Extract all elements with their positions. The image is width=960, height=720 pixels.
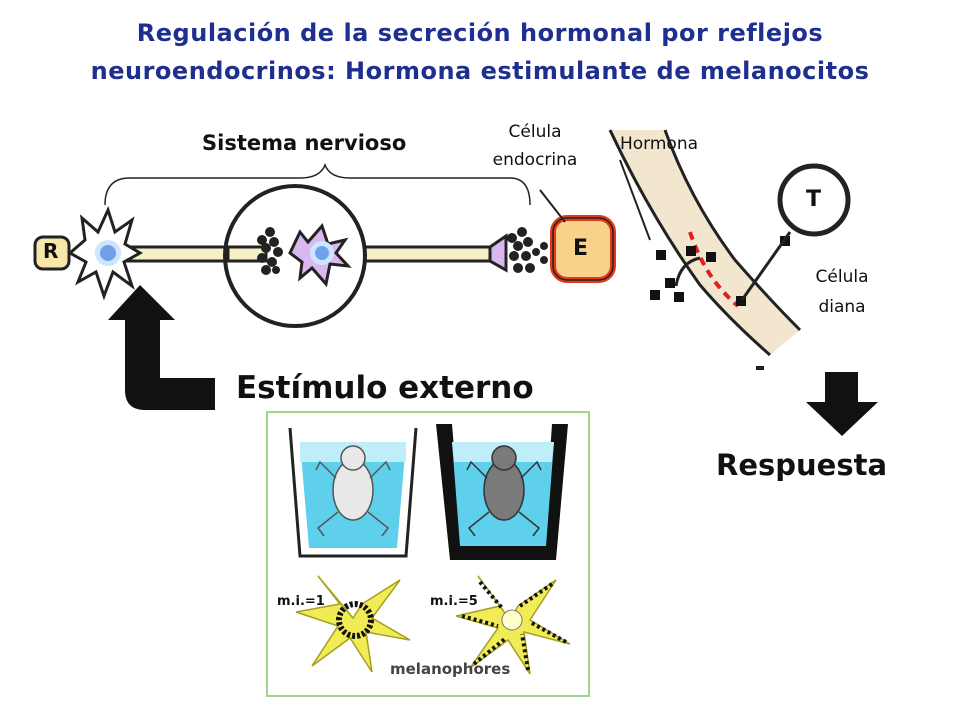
title-line-2: neuroendocrinos: Hormona estimulante de …: [90, 57, 870, 85]
label-celula-endocrina: Célula endocrina: [470, 118, 600, 174]
stimulus-arrow: [108, 285, 215, 410]
melanophore-dispersed: [455, 575, 571, 675]
target-cell: [740, 163, 851, 301]
label-estimulo-externo: Estímulo externo: [236, 370, 534, 406]
melanophore-aggregated: [295, 575, 411, 673]
nervous-system-brace: [104, 162, 531, 206]
pale-frog: [315, 445, 391, 537]
title-line-1: Regulación de la secreción hormonal por …: [136, 19, 824, 47]
ganglion: [223, 184, 367, 328]
blood-vessel: [608, 129, 802, 357]
label-celula-diana-line2: diana: [818, 297, 866, 317]
melanophore-index-left: m.i.=1: [277, 594, 325, 609]
label-celula-endocrina-line2: endocrina: [492, 150, 578, 170]
label-hormona: Hormona: [620, 134, 699, 154]
hormone-pointer: [619, 159, 651, 241]
response-arrow: [806, 372, 878, 436]
label-sistema-nervioso: Sistema nervioso: [202, 131, 407, 155]
endocrine-cell: [550, 215, 616, 283]
hormone-flow-arrow: [674, 256, 701, 287]
label-celula-diana: Célula diana: [792, 262, 892, 322]
page-title: Regulación de la secreción hormonal por …: [0, 14, 960, 90]
dark-frog: [466, 445, 542, 537]
label-celula-diana-line1: Célula: [815, 267, 869, 287]
label-respuesta: Respuesta: [716, 448, 888, 482]
target-label: T: [806, 187, 822, 212]
receptor-label: R: [43, 239, 59, 263]
synapse: [488, 227, 548, 273]
endocrine-pointer: [539, 189, 566, 223]
label-celula-endocrina-line1: Célula: [508, 122, 562, 142]
melanophores-caption: melanophores: [390, 660, 511, 678]
melanophore-index-right: m.i.=5: [430, 594, 478, 609]
endocrine-label: E: [573, 236, 589, 261]
sensory-neuron: [67, 205, 143, 301]
melanophore-inset: [266, 411, 590, 697]
